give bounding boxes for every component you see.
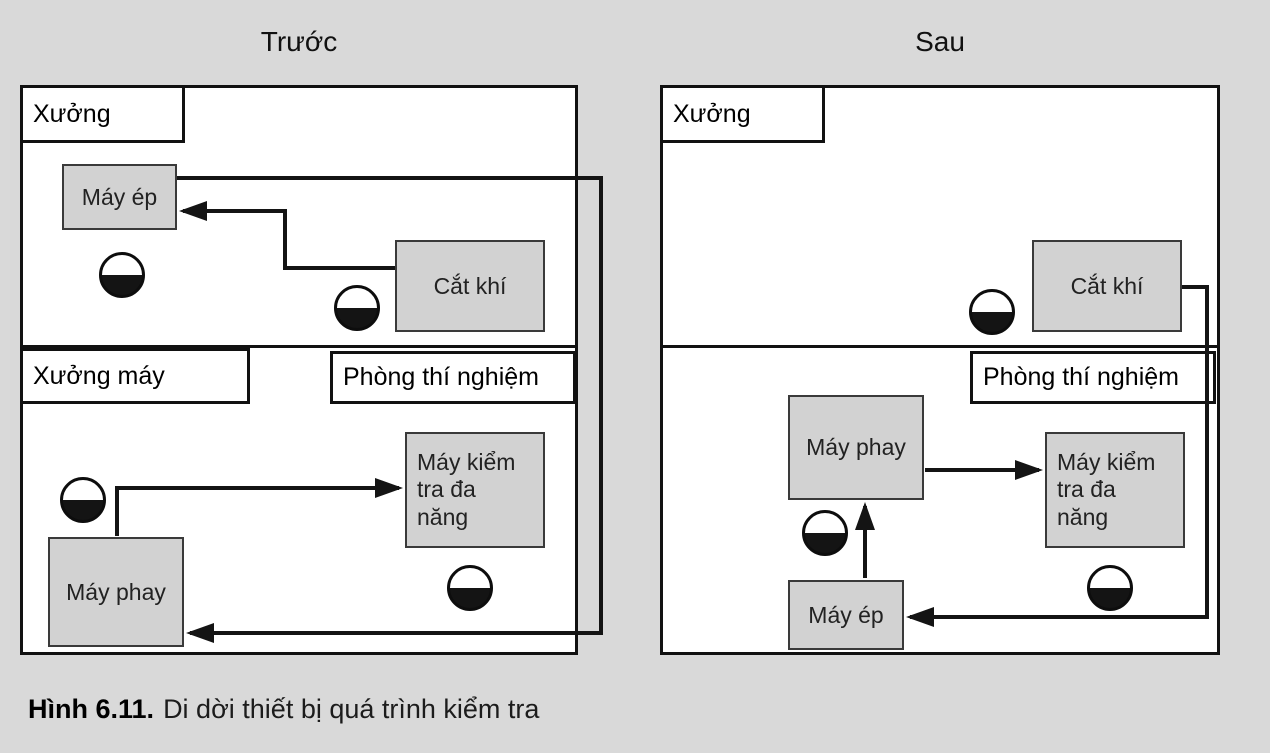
half-circle-indicator-milling-before <box>60 477 106 523</box>
panel-after-divider <box>660 345 1220 348</box>
half-circle-indicator-gas-cutting-after <box>969 289 1015 335</box>
panel-title-after: Sau <box>915 26 965 57</box>
machine-milling-after: Máy phay <box>788 395 924 500</box>
machine-press-after: Máy ép <box>788 580 904 650</box>
machine-inspection-after: Máy kiểm tra đa năng <box>1045 432 1185 548</box>
half-circle-indicator-press-before <box>99 252 145 298</box>
machine-gas-cutting-after: Cắt khí <box>1032 240 1182 332</box>
figure-caption-text: Di dời thiết bị quá trình kiểm tra <box>163 694 540 724</box>
machine-inspection-before: Máy kiểm tra đa năng <box>405 432 545 548</box>
area-label-machine-shop-before: Xưởng máy <box>20 348 250 404</box>
half-circle-indicator-gas-cutting-before <box>334 285 380 331</box>
half-circle-indicator-inspection-after <box>1087 565 1133 611</box>
figure-caption-label: Hình 6.11. <box>28 694 155 724</box>
half-circle-indicator-inspection-before <box>447 565 493 611</box>
area-label-lab-after: Phòng thí nghiệm <box>970 351 1216 404</box>
half-circle-indicator-milling-after <box>802 510 848 556</box>
figure-caption: Hình 6.11. Di dời thiết bị quá trình kiểm… <box>28 694 539 725</box>
area-label-workshop-before: Xưởng <box>20 85 185 143</box>
panel-title-before: Trước <box>260 26 338 57</box>
machine-gas-cutting-before: Cắt khí <box>395 240 545 332</box>
machine-milling-before: Máy phay <box>48 537 184 647</box>
area-label-lab-before: Phòng thí nghiệm <box>330 351 576 404</box>
machine-press-before: Máy ép <box>62 164 177 230</box>
area-label-workshop-after: Xưởng <box>660 85 825 143</box>
